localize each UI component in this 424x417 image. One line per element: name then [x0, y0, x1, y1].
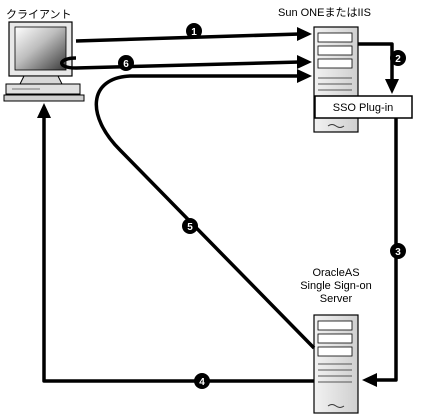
arrow-step-6: [60, 56, 301, 70]
client-computer-icon: [3, 21, 85, 102]
step-badge-5: 5: [182, 218, 198, 234]
sso-server-label-line3: Server: [320, 293, 353, 305]
arrowhead-4: [37, 103, 51, 118]
step-badge-4: 4: [194, 373, 210, 389]
sso-server-label-line2: Single Sign-on: [300, 280, 372, 292]
step-number-4: 4: [199, 377, 205, 388]
sso-server-icon: [313, 314, 359, 414]
step-badge-6: 6: [118, 55, 134, 71]
step-badge-3: 3: [390, 243, 406, 259]
arrow-step-2: [358, 42, 394, 80]
sso-plugin-box: [314, 95, 413, 119]
arrowhead-3: [362, 373, 377, 387]
sso-server-label-line1: OracleAS: [312, 267, 359, 279]
arrow-step-3: [376, 118, 398, 382]
step-badge-1: 1: [186, 23, 202, 39]
arrow-step-5: [94, 74, 316, 350]
step-number-1: 1: [191, 27, 197, 38]
step-badge-2: 2: [390, 50, 406, 66]
step-number-2: 2: [395, 54, 401, 65]
sso-plugin-label: SSO Plug-in: [333, 102, 394, 114]
step-number-5: 5: [187, 222, 193, 233]
client-label: クライアント: [6, 8, 72, 21]
arrowhead-1: [297, 27, 312, 41]
arrowhead-5: [297, 69, 312, 83]
arrow-step-1: [75, 32, 301, 43]
arrow-step-4: [42, 117, 314, 383]
step-number-3: 3: [395, 247, 401, 258]
arrowhead-2: [385, 79, 399, 94]
web-server-label: Sun ONEまたはIIS: [278, 6, 371, 19]
step-number-6: 6: [123, 59, 129, 70]
arrowhead-6: [297, 55, 312, 69]
